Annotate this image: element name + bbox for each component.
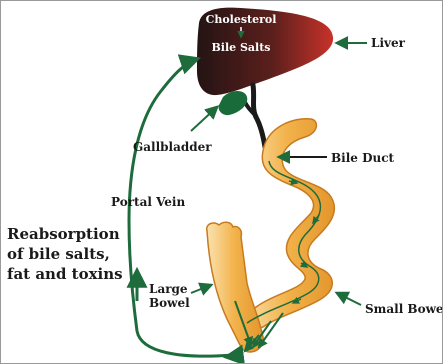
gallbladder-pointer: [191, 107, 217, 131]
large-bowel-label-line-2: Bowel: [149, 296, 190, 310]
cholesterol-label: Cholesterol: [206, 13, 277, 26]
bottom-arrow-left: [227, 355, 243, 357]
reabsorption-label-line-3: fat and toxins: [7, 265, 123, 283]
reabsorption-label-line-1: Reabsorption: [7, 225, 120, 243]
bile-salts-label: Bile Salts: [211, 41, 270, 54]
gallbladder-label: Gallbladder: [133, 140, 212, 154]
bile-duct-label: Bile Duct: [331, 151, 395, 165]
small-bowel-label: Small Bowel: [365, 302, 442, 316]
gallbladder-shape: [219, 91, 248, 115]
liver-label: Liver: [371, 36, 406, 50]
portal-vein-label: Portal Vein: [111, 195, 185, 209]
small-bowel-shape: [240, 119, 334, 335]
large-bowel-shape: [207, 222, 263, 352]
large-bowel-pointer: [191, 285, 211, 293]
small-bowel-pointer: [337, 293, 361, 305]
large-bowel-label-line-1: Large: [149, 282, 188, 296]
reabsorption-label-line-2: of bile salts,: [7, 245, 110, 263]
